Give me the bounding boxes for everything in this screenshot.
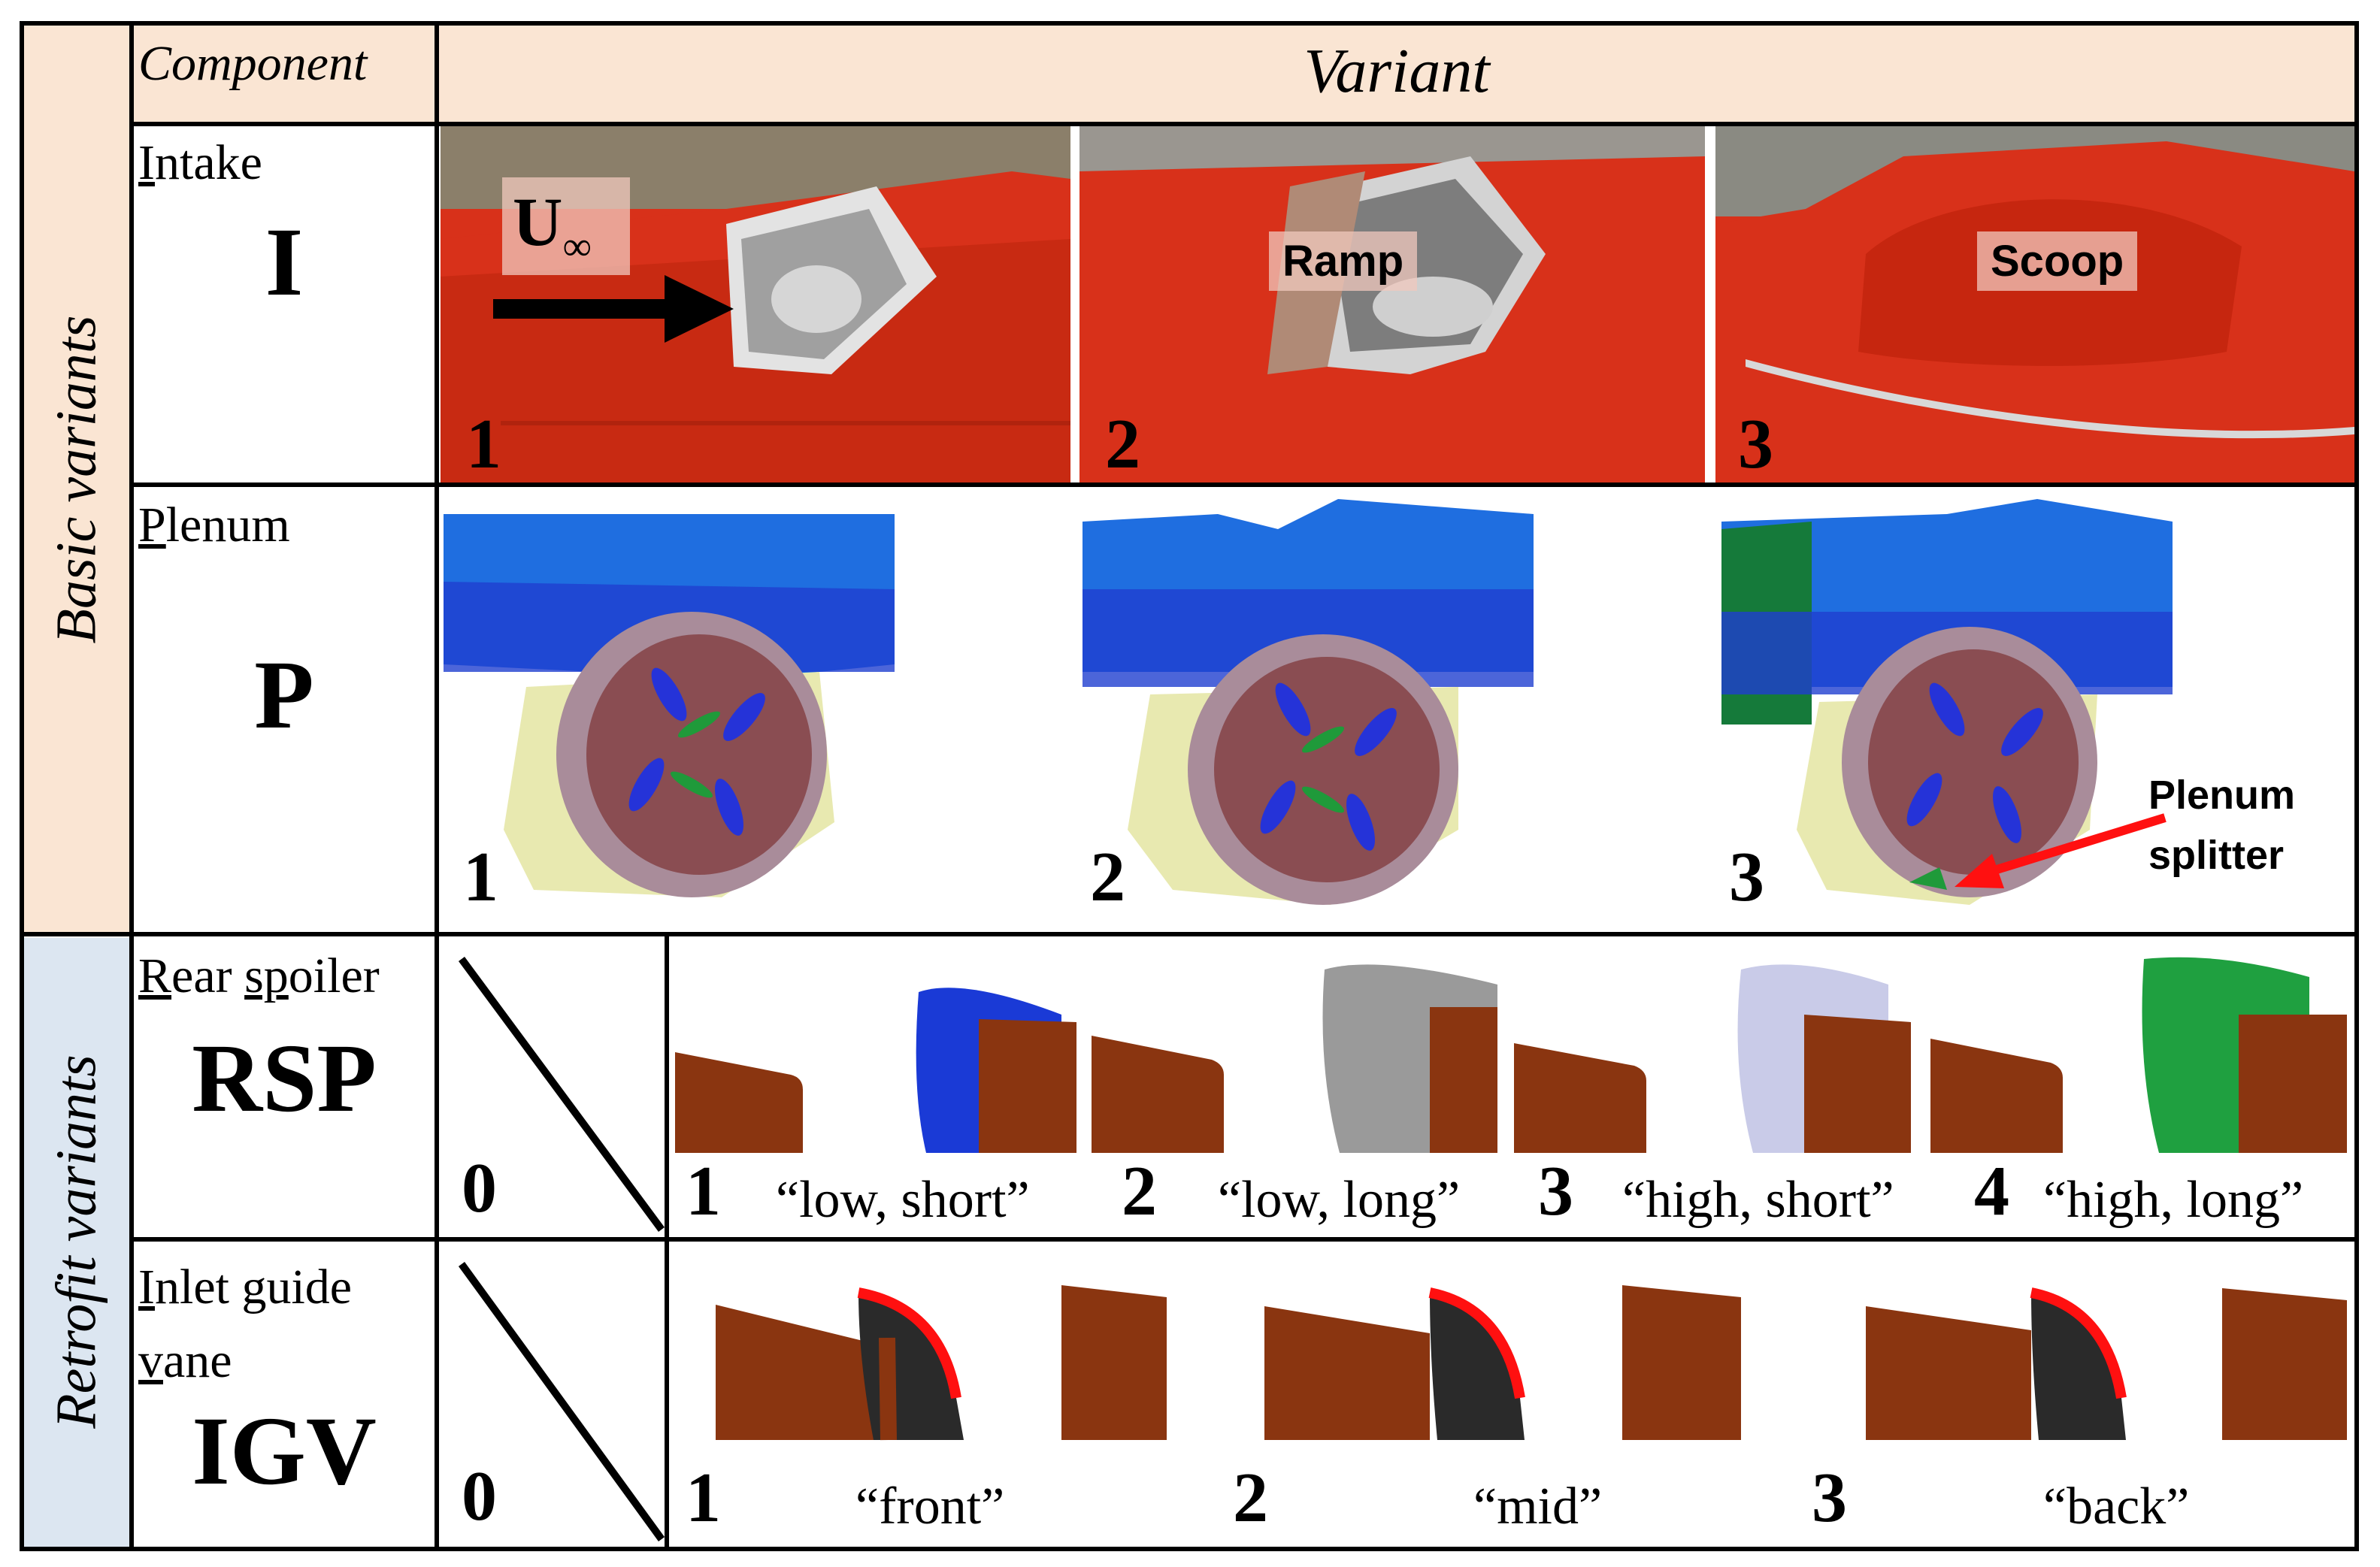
igv-variant-1-number: 1 <box>686 1459 721 1537</box>
intake-scoop-badge: Scoop <box>1977 231 2138 291</box>
plenum-variant-3-number: 3 <box>1729 838 1764 916</box>
header-variant-cell <box>439 26 2354 123</box>
igv-none-slash <box>458 1262 665 1541</box>
plenum-label-rest: lenum <box>165 498 290 552</box>
intake-label: Intake <box>138 135 262 190</box>
intake-row-divider <box>134 483 2354 487</box>
plenum-splitter-arrow-icon <box>1955 813 2167 888</box>
rear-spoiler-none-slash <box>458 957 665 1232</box>
rear-spoiler-variant-2-number: 2 <box>1122 1152 1157 1230</box>
rear-spoiler-label: Rear spoiler <box>138 948 380 1003</box>
flow-arrow-icon <box>493 275 734 343</box>
plenum-label: Plenum <box>138 498 290 552</box>
intake-photo-1-art <box>441 126 1070 484</box>
rear-spoiler-zero: 0 <box>462 1149 497 1227</box>
rear-spoiler-variant-4-caption: “high, long” <box>2043 1171 2304 1229</box>
intake-variant-2-number: 2 <box>1105 405 1140 483</box>
rear-spoiler-variant-3-caption: “high, short” <box>1622 1171 1894 1229</box>
header-divider <box>134 122 2354 126</box>
retrofit-variants-label: Retrofit variants <box>44 1054 110 1429</box>
plenum-splitter-line-1: Plenum <box>2148 773 2296 818</box>
header-variant: Variant <box>1304 36 1490 106</box>
rear-spoiler-variant-2-caption: “low, long” <box>1218 1171 1461 1229</box>
plenum-splitter-line-2: splitter <box>2148 833 2285 878</box>
plenum-render-3 <box>1721 499 2173 905</box>
intake-photo-3-art <box>1715 126 2354 484</box>
igv-renders <box>716 1285 2347 1441</box>
igv-zero: 0 <box>462 1457 497 1535</box>
plenum-code: P <box>254 641 314 749</box>
rear-spoiler-variant-1-number: 1 <box>686 1152 721 1230</box>
flow-velocity-symbol: U <box>513 183 563 260</box>
igv-label-line-2: vane <box>138 1333 232 1388</box>
rear-spoiler-variant-1-caption: “low, short” <box>776 1171 1030 1229</box>
rear-spoiler-variant-3-number: 3 <box>1538 1152 1573 1230</box>
igv-variant-3-number: 3 <box>1812 1459 1847 1537</box>
header-component-cell <box>134 26 435 123</box>
plenum-splitter-annotation: Plenum splitter <box>2148 765 2295 885</box>
header-component: Component <box>138 36 368 91</box>
rear-spoiler-variant-4-number: 4 <box>1974 1152 2009 1230</box>
plenum-variant-1-number: 1 <box>463 838 498 916</box>
igv-code: IGV <box>192 1397 377 1505</box>
rear-spoiler-code: RSP <box>192 1024 377 1133</box>
igv-variant-3-caption: “back” <box>2043 1478 2190 1535</box>
basic-variants-label: Basic variants <box>44 316 110 644</box>
basic-variants-text: Basic variants <box>44 315 108 644</box>
plenum-render-2 <box>1083 499 1534 905</box>
flow-velocity-subscript: ∞ <box>562 223 592 269</box>
intake-photo-3 <box>1715 126 2354 484</box>
basic-variants-band <box>24 26 129 933</box>
igv-variant-2-caption: “mid” <box>1473 1478 1603 1535</box>
plenum-variant-2-number: 2 <box>1090 838 1125 916</box>
plenum-render-1 <box>444 514 895 897</box>
component-divider <box>435 26 439 1547</box>
intake-variant-1-number: 1 <box>466 405 501 483</box>
retrofit-variants-text: Retrofit variants <box>44 1054 108 1429</box>
retrofit-variants-band <box>24 938 129 1547</box>
intake-photo-2 <box>1079 126 1705 484</box>
igv-label: Inlet guide vane <box>138 1251 352 1398</box>
rear-spoiler-renders <box>675 957 2347 1153</box>
intake-label-rest: ntake <box>154 135 262 190</box>
igv-zero-divider <box>665 1242 669 1547</box>
intake-ramp-badge: Ramp <box>1269 231 1418 291</box>
intake-variant-3-number: 3 <box>1738 405 1773 483</box>
table-frame <box>20 21 2359 1551</box>
igv-variant-1-caption: “front” <box>855 1478 1005 1535</box>
flow-velocity-badge: U∞ <box>502 177 630 275</box>
intake-photo-2-art <box>1079 126 1705 484</box>
rear-spoiler-row-divider <box>134 1237 2354 1242</box>
sidebar-divider <box>129 26 134 1547</box>
group-divider <box>24 932 2354 936</box>
intake-code: I <box>265 208 304 316</box>
igv-label-line-1: Inlet guide <box>138 1260 353 1314</box>
igv-variant-2-number: 2 <box>1233 1459 1268 1537</box>
